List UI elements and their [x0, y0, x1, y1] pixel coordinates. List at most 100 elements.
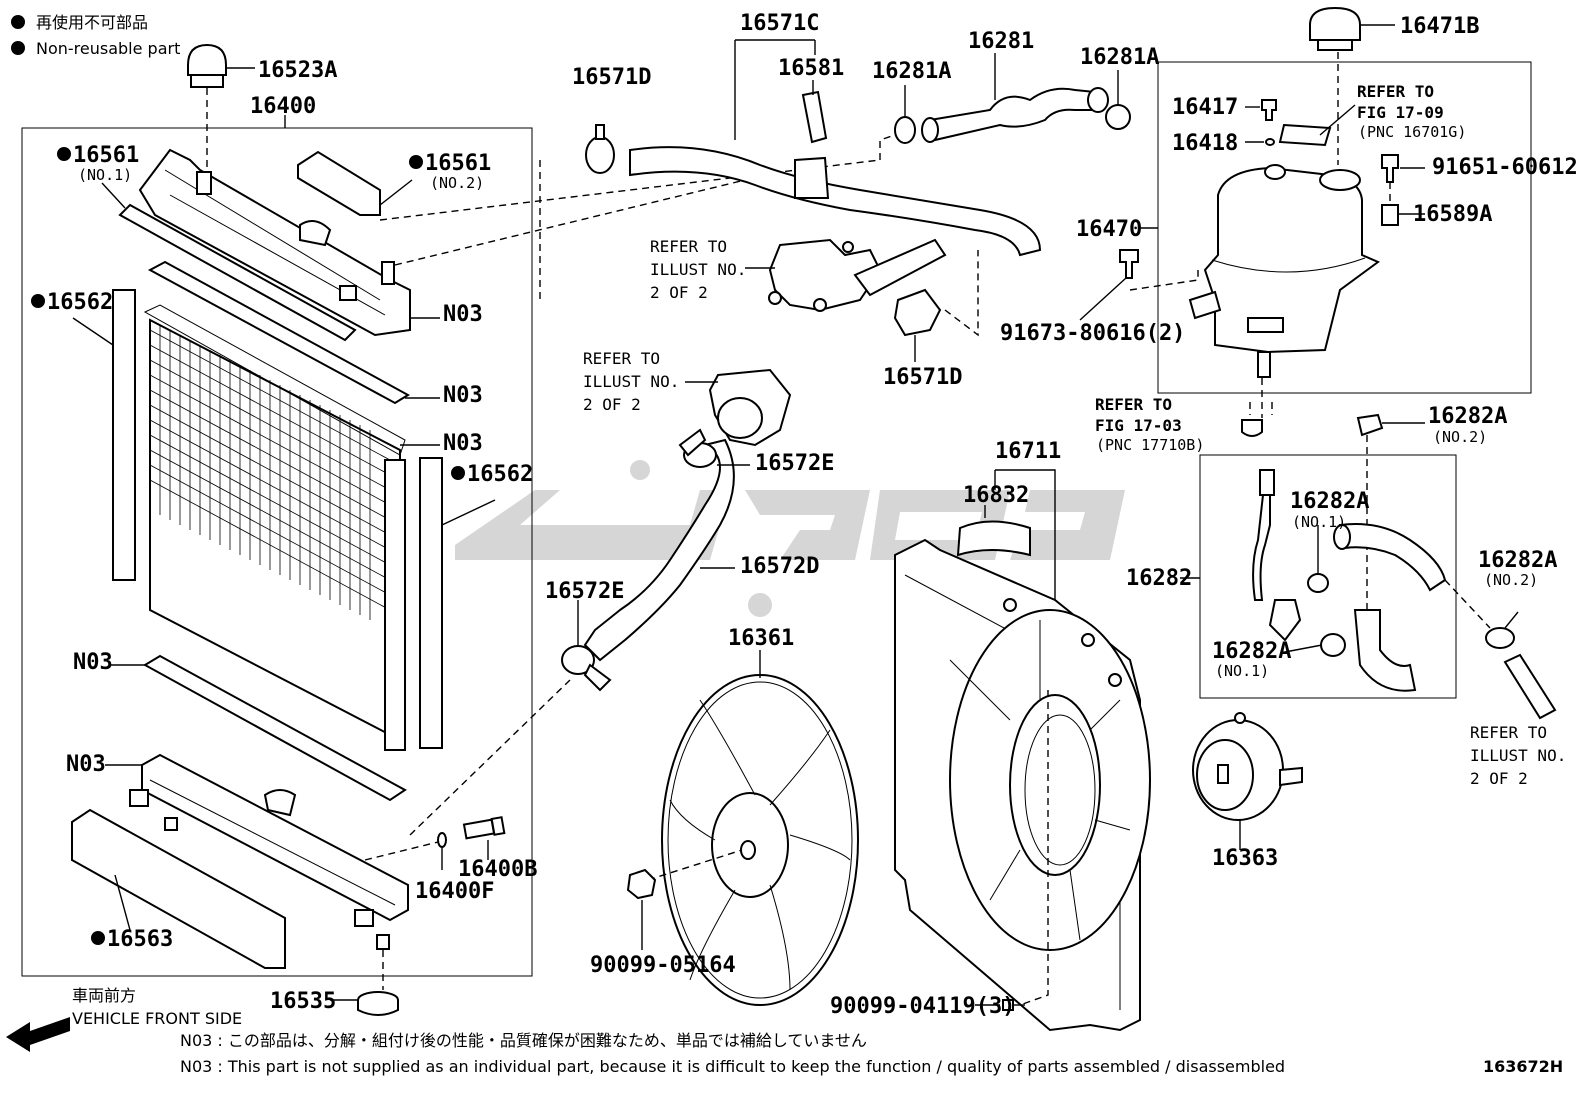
ref-fig-17-03-line1: REFER TO — [1095, 395, 1172, 414]
legend: 再使用不可部品 Non-reusable part — [11, 13, 180, 58]
note-jp: N03 : この部品は、分解・組付け後の性能・品質確保が困難なため、単品では補給… — [180, 1031, 867, 1050]
label-plate — [1278, 123, 1332, 147]
nut-90099-05164 — [626, 868, 657, 900]
ref-fig-17-09-line1: REFER TO — [1357, 82, 1434, 101]
ref-fig-17-09-line2: FIG 17-09 — [1357, 103, 1444, 122]
label-16417: 16417 — [1172, 95, 1238, 120]
grommet-17-03 — [1241, 419, 1263, 437]
label-16400: 16400 — [250, 94, 316, 119]
label-16571C: 16571C — [740, 11, 819, 36]
label-n03-5: N03 — [66, 752, 106, 777]
fan-shroud — [894, 538, 1151, 1032]
ref-illust-c-line1: REFER TO — [1470, 723, 1547, 742]
label-16282: 16282 — [1126, 566, 1192, 591]
label-16572E-upper: 16572E — [755, 451, 834, 476]
label-16282A-top-sub: (NO.2) — [1433, 428, 1487, 446]
label-91673-80616: 91673-80616(2) — [1000, 321, 1185, 346]
label-16561-no1-sub: (NO.1) — [78, 166, 132, 184]
legend-jp: 再使用不可部品 — [36, 13, 148, 32]
label-16282A-no1-upper-sub: (NO.1) — [1292, 513, 1346, 531]
seal-16562-right — [419, 457, 443, 749]
label-16535: 16535 — [270, 989, 336, 1014]
note-en: N03 : This part is not supplied as an in… — [180, 1057, 1285, 1076]
label-16418: 16418 — [1172, 131, 1238, 156]
upper-tank — [138, 148, 411, 337]
clamp-16581 — [801, 90, 828, 144]
label-16572E-lower: 16572E — [545, 579, 624, 604]
water-outlet-housing — [768, 238, 947, 312]
label-91651-60612: 91651-60612 — [1432, 155, 1578, 180]
watermark-logo — [455, 460, 1125, 617]
ref-illust-a-line3: 2 OF 2 — [650, 283, 708, 302]
bolt-91673-80616 — [1119, 249, 1139, 279]
washer-16418 — [1265, 138, 1275, 146]
upper-hose — [585, 124, 1042, 257]
label-16361: 16361 — [728, 626, 794, 651]
gasket-upper — [147, 260, 410, 405]
figure-id: 163672H — [1483, 1057, 1563, 1076]
label-16470: 16470 — [1076, 217, 1142, 242]
arrow-left-icon — [6, 1017, 70, 1052]
ref-fig-17-09-line3: (PNC 16701G) — [1358, 123, 1466, 141]
hose-assembly-frame — [1199, 454, 1457, 699]
label-16282A-no1-lower-sub: (NO.1) — [1215, 662, 1269, 680]
label-16523A: 16523A — [258, 58, 337, 83]
lower-tank — [129, 753, 409, 950]
hose-end-right — [1503, 653, 1557, 720]
label-16572D: 16572D — [740, 554, 819, 579]
clamp-16571D-lower — [893, 288, 942, 337]
ref-fig-17-09: REFER TO FIG 17-09 (PNC 16701G) — [1357, 82, 1466, 141]
label-16282A-right-sub: (NO.2) — [1484, 571, 1538, 589]
cap-16471B — [1309, 6, 1395, 165]
ref-illust-b-line1: REFER TO — [583, 349, 660, 368]
label-16711: 16711 — [995, 439, 1061, 464]
label-16282A-no1-lower: 16282A — [1212, 639, 1291, 664]
label-16282A-no1-upper: 16282A — [1290, 489, 1369, 514]
seal-16562-left — [112, 289, 136, 581]
label-n03-4: N03 — [73, 650, 113, 675]
ref-illust-a-line2: ILLUST NO. — [650, 260, 746, 279]
label-16471B: 16471B — [1400, 14, 1479, 39]
direction-jp: 車両前方 — [72, 986, 136, 1005]
seal-16561-no1 — [118, 203, 357, 342]
label-16571D-upper: 16571D — [572, 65, 651, 90]
drain-plug — [364, 816, 506, 870]
clip-16589A — [1381, 204, 1399, 226]
cushion-16535 — [330, 950, 399, 1016]
fan-motor — [1192, 712, 1303, 821]
label-90099-04119: 90099-04119(3) — [830, 994, 1015, 1019]
ref-illust-a: REFER TO ILLUST NO. 2 OF 2 — [650, 237, 746, 302]
hose-16281 — [921, 87, 1109, 143]
label-n03-2: N03 — [443, 383, 483, 408]
seal-16561-no2 — [297, 150, 381, 216]
label-16562-right: 16562 — [467, 462, 533, 487]
bolt-16417 — [1261, 99, 1277, 121]
ref-illust-b-line2: ILLUST NO. — [583, 372, 679, 391]
water-inlet-housing — [708, 368, 792, 447]
label-16561-no2-sub: (NO.2) — [430, 174, 484, 192]
label-16400B: 16400B — [458, 857, 537, 882]
label-16571D-lower: 16571D — [883, 365, 962, 390]
label-16589A: 16589A — [1413, 202, 1492, 227]
radiator-assembly-frame — [21, 127, 533, 977]
bolt-91651-60612 — [1381, 154, 1399, 183]
label-16282A-top: 16282A — [1428, 404, 1507, 429]
gasket-lower — [142, 654, 407, 802]
label-n03-1: N03 — [443, 302, 483, 327]
seal-16563 — [71, 808, 286, 969]
label-16832: 16832 — [963, 483, 1029, 508]
label-16281A-left: 16281A — [872, 59, 951, 84]
ref-illust-c-line2: ILLUST NO. — [1470, 746, 1566, 765]
label-16282A-right: 16282A — [1478, 548, 1557, 573]
label-16561-no2: 16561 — [425, 151, 491, 176]
reservoir-tank — [1188, 164, 1380, 378]
ref-illust-b-line3: 2 OF 2 — [583, 395, 641, 414]
legend-en: Non-reusable part — [36, 39, 180, 58]
ref-fig-17-03-line2: FIG 17-03 — [1095, 416, 1182, 435]
direction-en: VEHICLE FRONT SIDE — [72, 1009, 242, 1028]
ref-illust-c: REFER TO ILLUST NO. 2 OF 2 — [1470, 723, 1566, 788]
label-16281: 16281 — [968, 29, 1034, 54]
pad-16832 — [956, 520, 1031, 557]
lower-hose — [561, 428, 735, 692]
